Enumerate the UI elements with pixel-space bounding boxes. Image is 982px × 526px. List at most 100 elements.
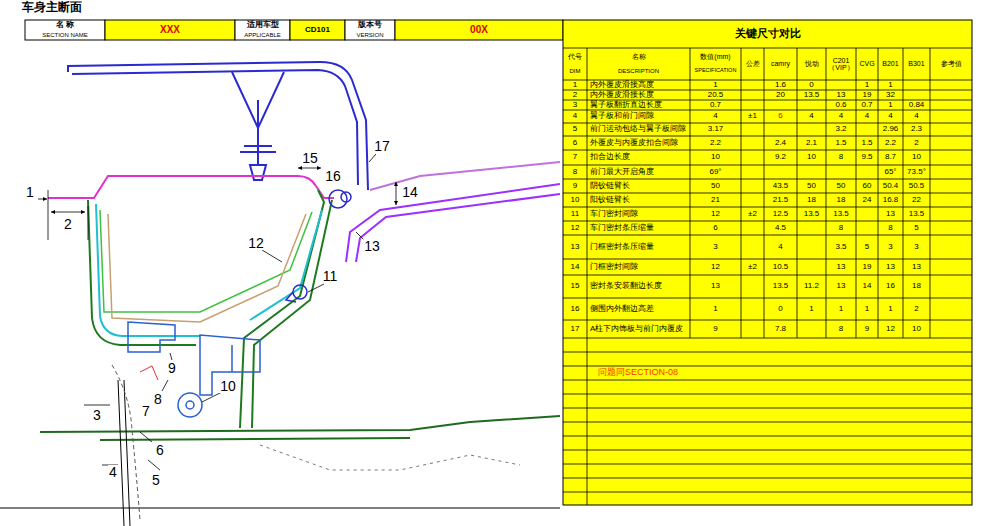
row-value-box: 1.6 bbox=[764, 80, 797, 90]
row-description: A柱下内饰板与前门内覆皮 bbox=[590, 325, 683, 333]
row-value-box: 3.5 bbox=[826, 235, 856, 259]
row-value: 1 bbox=[865, 305, 869, 313]
leader-line-part bbox=[170, 353, 172, 360]
row-description-box: 门框密封条压缩量 bbox=[587, 235, 690, 259]
column-header-box: DESCRIPTION bbox=[587, 64, 690, 78]
dim-code-box: 15 bbox=[563, 275, 587, 298]
row-description: 密封条安装翻边长度 bbox=[590, 282, 662, 290]
row-value: 1.5 bbox=[835, 139, 846, 147]
callout-number: 15 bbox=[301, 151, 319, 165]
row-value-box: 13 bbox=[826, 259, 856, 275]
column-header-box: B301 bbox=[903, 50, 930, 78]
dim-code: 5 bbox=[573, 125, 577, 133]
grid-line bbox=[563, 259, 972, 260]
seal-symbol-part bbox=[293, 285, 307, 299]
callout-number: 10 bbox=[219, 379, 237, 393]
row-value: ±1 bbox=[748, 112, 757, 120]
grid-line bbox=[587, 48, 588, 338]
row-value: 13.5 bbox=[833, 210, 849, 218]
callout-number: 14 bbox=[401, 185, 419, 199]
row-description-box: 翼子板翻折直边长度 bbox=[587, 100, 690, 110]
row-value: 60 bbox=[863, 182, 872, 190]
row-value-box: 5 bbox=[856, 235, 878, 259]
table-ground bbox=[563, 20, 972, 505]
row-value: 13 bbox=[837, 91, 846, 99]
grid-line bbox=[563, 394, 972, 395]
row-value-box: 4.5 bbox=[764, 221, 797, 235]
callout-number: 1 bbox=[25, 185, 35, 199]
row-description: 翼子板翻折直边长度 bbox=[590, 101, 662, 109]
row-value: 10 bbox=[912, 153, 921, 161]
dim-code: 3 bbox=[573, 101, 577, 109]
row-value: 0.7 bbox=[861, 101, 872, 109]
row-value-box: 18 bbox=[797, 193, 826, 207]
callout-number: 16 bbox=[324, 169, 342, 183]
row-value-box: 14 bbox=[856, 275, 878, 298]
column-header: CVG bbox=[859, 60, 874, 67]
row-value: 13 bbox=[886, 263, 895, 271]
row-value-box: 20.5 bbox=[690, 90, 741, 100]
row-value: 9.5 bbox=[861, 153, 872, 161]
column-header-box: DIM bbox=[563, 64, 587, 78]
row-value: 5 bbox=[865, 243, 869, 251]
row-description: 车门密封间隙 bbox=[590, 210, 638, 218]
callout-number: 2 bbox=[63, 217, 73, 231]
header-cells bbox=[25, 20, 563, 40]
header-label-box: 适用车型 bbox=[235, 20, 290, 31]
row-value: 8 bbox=[839, 224, 843, 232]
row-description: 侧围内外翻边高差 bbox=[590, 305, 654, 313]
dim-code: 1 bbox=[573, 81, 577, 89]
dim-code: 13 bbox=[571, 243, 580, 251]
row-value: 12 bbox=[711, 210, 720, 218]
callout-number: 8 bbox=[153, 392, 163, 406]
row-value-box: 0.84 bbox=[903, 100, 930, 110]
row-description-box: 车门密封条压缩量 bbox=[587, 221, 690, 235]
grid-line bbox=[563, 380, 972, 381]
header-value: XXX bbox=[160, 25, 180, 36]
grid-line bbox=[690, 48, 691, 338]
grid-line bbox=[563, 352, 972, 353]
row-value-box: 22 bbox=[903, 193, 930, 207]
grid-line bbox=[563, 464, 972, 465]
row-value: 8.7 bbox=[885, 153, 896, 161]
row-value-box: 4 bbox=[826, 110, 856, 123]
row-value-box: 8 bbox=[826, 150, 856, 165]
row-value: 0.6 bbox=[835, 101, 846, 109]
row-value-box: 9.2 bbox=[764, 150, 797, 165]
callout-number: 7 bbox=[141, 404, 151, 418]
header-cells-part bbox=[25, 20, 105, 40]
column-header: 名称 bbox=[632, 53, 646, 60]
column-header: B201 bbox=[882, 60, 898, 67]
row-value-box: 1 bbox=[690, 298, 741, 320]
leader-line-part bbox=[48, 190, 88, 240]
column-header: C201（VIP） bbox=[827, 57, 855, 72]
row-description: 阳铰链臂长 bbox=[590, 196, 630, 204]
row-description-box: 车门密封间隙 bbox=[587, 207, 690, 221]
row-value-box: 5 bbox=[903, 221, 930, 235]
dim-code: 2 bbox=[573, 91, 577, 99]
row-value: 8 bbox=[839, 153, 843, 161]
grid-line bbox=[856, 48, 857, 338]
row-value-box: 0.6 bbox=[826, 100, 856, 110]
row-value: 1 bbox=[713, 305, 717, 313]
row-description: 前门运动包络与翼子板间隙 bbox=[590, 125, 686, 133]
leader-line-part bbox=[308, 284, 324, 292]
row-value-box: ±1 bbox=[741, 110, 764, 123]
dim-code-box: 11 bbox=[563, 207, 587, 221]
column-header: 悦动 bbox=[805, 60, 819, 67]
row-value-box: 8 bbox=[826, 221, 856, 235]
row-value-box: 13.5 bbox=[826, 207, 856, 221]
row-description-box: 前门运动包络与翼子板间隙 bbox=[587, 123, 690, 136]
callout-number: 11 bbox=[322, 269, 339, 283]
header-cells-part bbox=[345, 20, 395, 40]
header-value: CD101 bbox=[305, 26, 330, 34]
row-value: 0.7 bbox=[710, 101, 721, 109]
column-header: B301 bbox=[908, 60, 924, 67]
row-value: 9 bbox=[865, 325, 869, 333]
row-value-box: 1 bbox=[797, 298, 826, 320]
leader-line-part bbox=[84, 405, 110, 406]
row-value-box: 8 bbox=[878, 221, 903, 235]
column-header: DESCRIPTION bbox=[618, 68, 659, 74]
leader-line-part bbox=[262, 250, 282, 262]
grid-line bbox=[563, 436, 972, 437]
